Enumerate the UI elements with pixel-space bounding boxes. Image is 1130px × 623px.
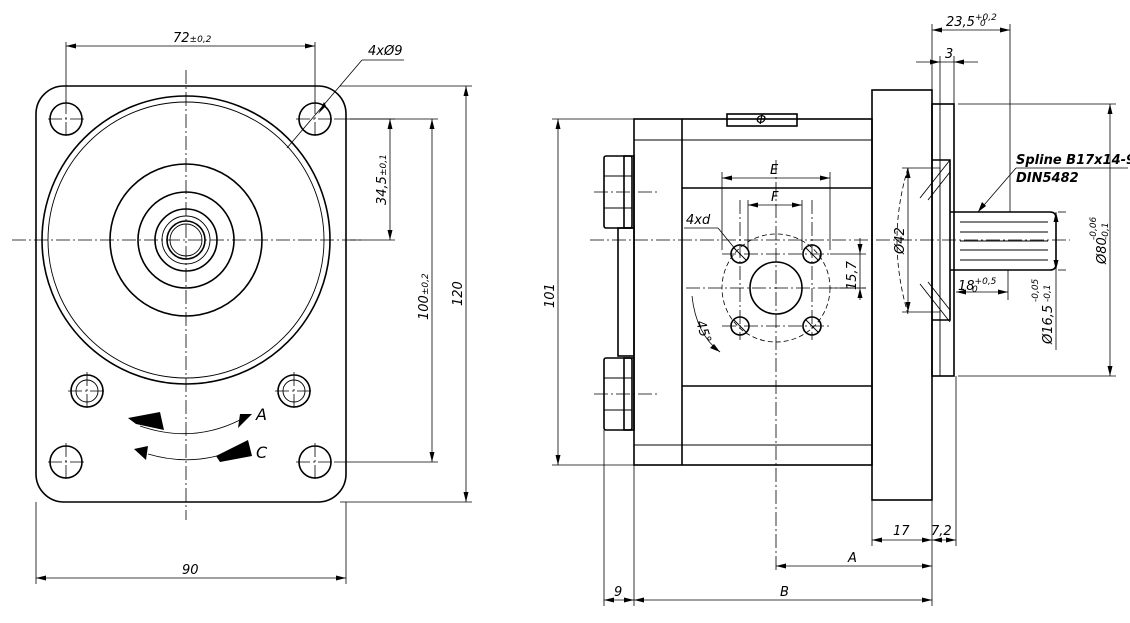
dim-side-101: [552, 118, 634, 466]
side-spline-lines: [960, 221, 1048, 261]
dim-front-100: [334, 118, 438, 463]
dim-side-80: [958, 103, 1116, 377]
dim-side-a: [776, 546, 933, 572]
dim-side-f: [747, 200, 803, 250]
dim-side-16-5-value: Ø16,5: [1041, 305, 1056, 345]
dim-side-b-9: [603, 430, 933, 606]
side-port-face: [686, 160, 866, 570]
dim-side-23-5-tol-lower: 0: [980, 19, 986, 29]
dim-side-16-5-tol-lower: -0,1: [1043, 284, 1053, 302]
dim-side-e-value: E: [770, 163, 779, 178]
dim-side-80-tol-lower: -0,1: [1101, 222, 1111, 240]
dim-front-holes-leader: [286, 59, 404, 149]
side-view: Φ: [543, 13, 1130, 606]
dim-front-100-value: 100±0,2: [417, 273, 432, 320]
dim-side-17-value: 17: [893, 524, 910, 539]
rotation-label-c: C: [256, 443, 268, 462]
dim-side-23-5-value: 23,5+0,2: [946, 13, 997, 30]
dim-side-b-value: B: [780, 585, 789, 600]
front-center-lines: [12, 70, 362, 520]
dim-side-18-value: 18+0,5: [958, 277, 997, 294]
side-name-plate-symbol: Φ: [756, 113, 766, 128]
side-bolt-heads: [594, 155, 660, 431]
dim-side-angle-value: 45°: [692, 319, 713, 346]
dim-side-15-7: [830, 238, 866, 300]
dim-side-a-value: A: [847, 551, 857, 566]
dim-side-80-tol-upper: -0,06: [1089, 216, 1099, 240]
dim-side-42: [902, 167, 940, 313]
dim-side-17-7-2: [871, 376, 957, 546]
side-end-plate: [617, 227, 635, 357]
front-seal-outer: [154, 208, 218, 272]
dim-side-f-value: F: [771, 190, 779, 205]
dim-side-3: [916, 56, 978, 104]
side-name-plate: [726, 113, 798, 127]
spline-spec-label: Spline B17x14-9T: [1016, 153, 1130, 168]
dim-front-120-value: 120: [451, 281, 466, 306]
side-hatching: [919, 159, 951, 323]
dim-side-16-5-tol-upper: -0,05: [1031, 278, 1041, 302]
dim-front-120: [340, 85, 472, 503]
front-mounting-holes: [49, 102, 332, 479]
spline-std-label: DIN5482: [1016, 171, 1079, 186]
side-mounting-flange: [871, 89, 933, 501]
side-body: [633, 118, 873, 466]
dim-front-holes-value: 4xØ9: [368, 44, 402, 59]
dim-side-7-2-value: 7,2: [931, 524, 952, 539]
dim-side-80-value: Ø80: [1095, 237, 1110, 265]
dim-side-23-5: [931, 24, 1011, 212]
dim-side-9-value: 9: [614, 585, 622, 600]
dim-side-e: [721, 172, 831, 250]
dim-side-16-5: [1053, 211, 1066, 350]
front-view: A C 72±0,2 4xØ9 34,5±0,1: [12, 31, 472, 584]
dim-side-4xd-value: 4xd: [686, 213, 711, 228]
side-hidden-bore: [896, 167, 909, 315]
dim-front-72-value: 72±0,2: [173, 31, 212, 46]
dim-front-72: [65, 42, 316, 103]
dim-side-15-7-value: 15,7: [845, 260, 860, 290]
front-flange-outline: [35, 85, 347, 503]
dim-side-101-value: 101: [543, 283, 558, 308]
rotation-label-a: A: [255, 405, 267, 424]
dim-front-90-value: 90: [182, 563, 199, 578]
dim-side-3-value: 3: [945, 47, 953, 62]
rotation-arrows: [128, 412, 252, 462]
dim-side-42-value: Ø42: [893, 227, 908, 255]
dim-side-18-tol-lower: 0: [972, 285, 978, 295]
dim-front-90: [35, 502, 347, 584]
dim-front-34-value: 34,5±0,1: [375, 154, 390, 205]
dim-side-18: [956, 270, 1009, 300]
